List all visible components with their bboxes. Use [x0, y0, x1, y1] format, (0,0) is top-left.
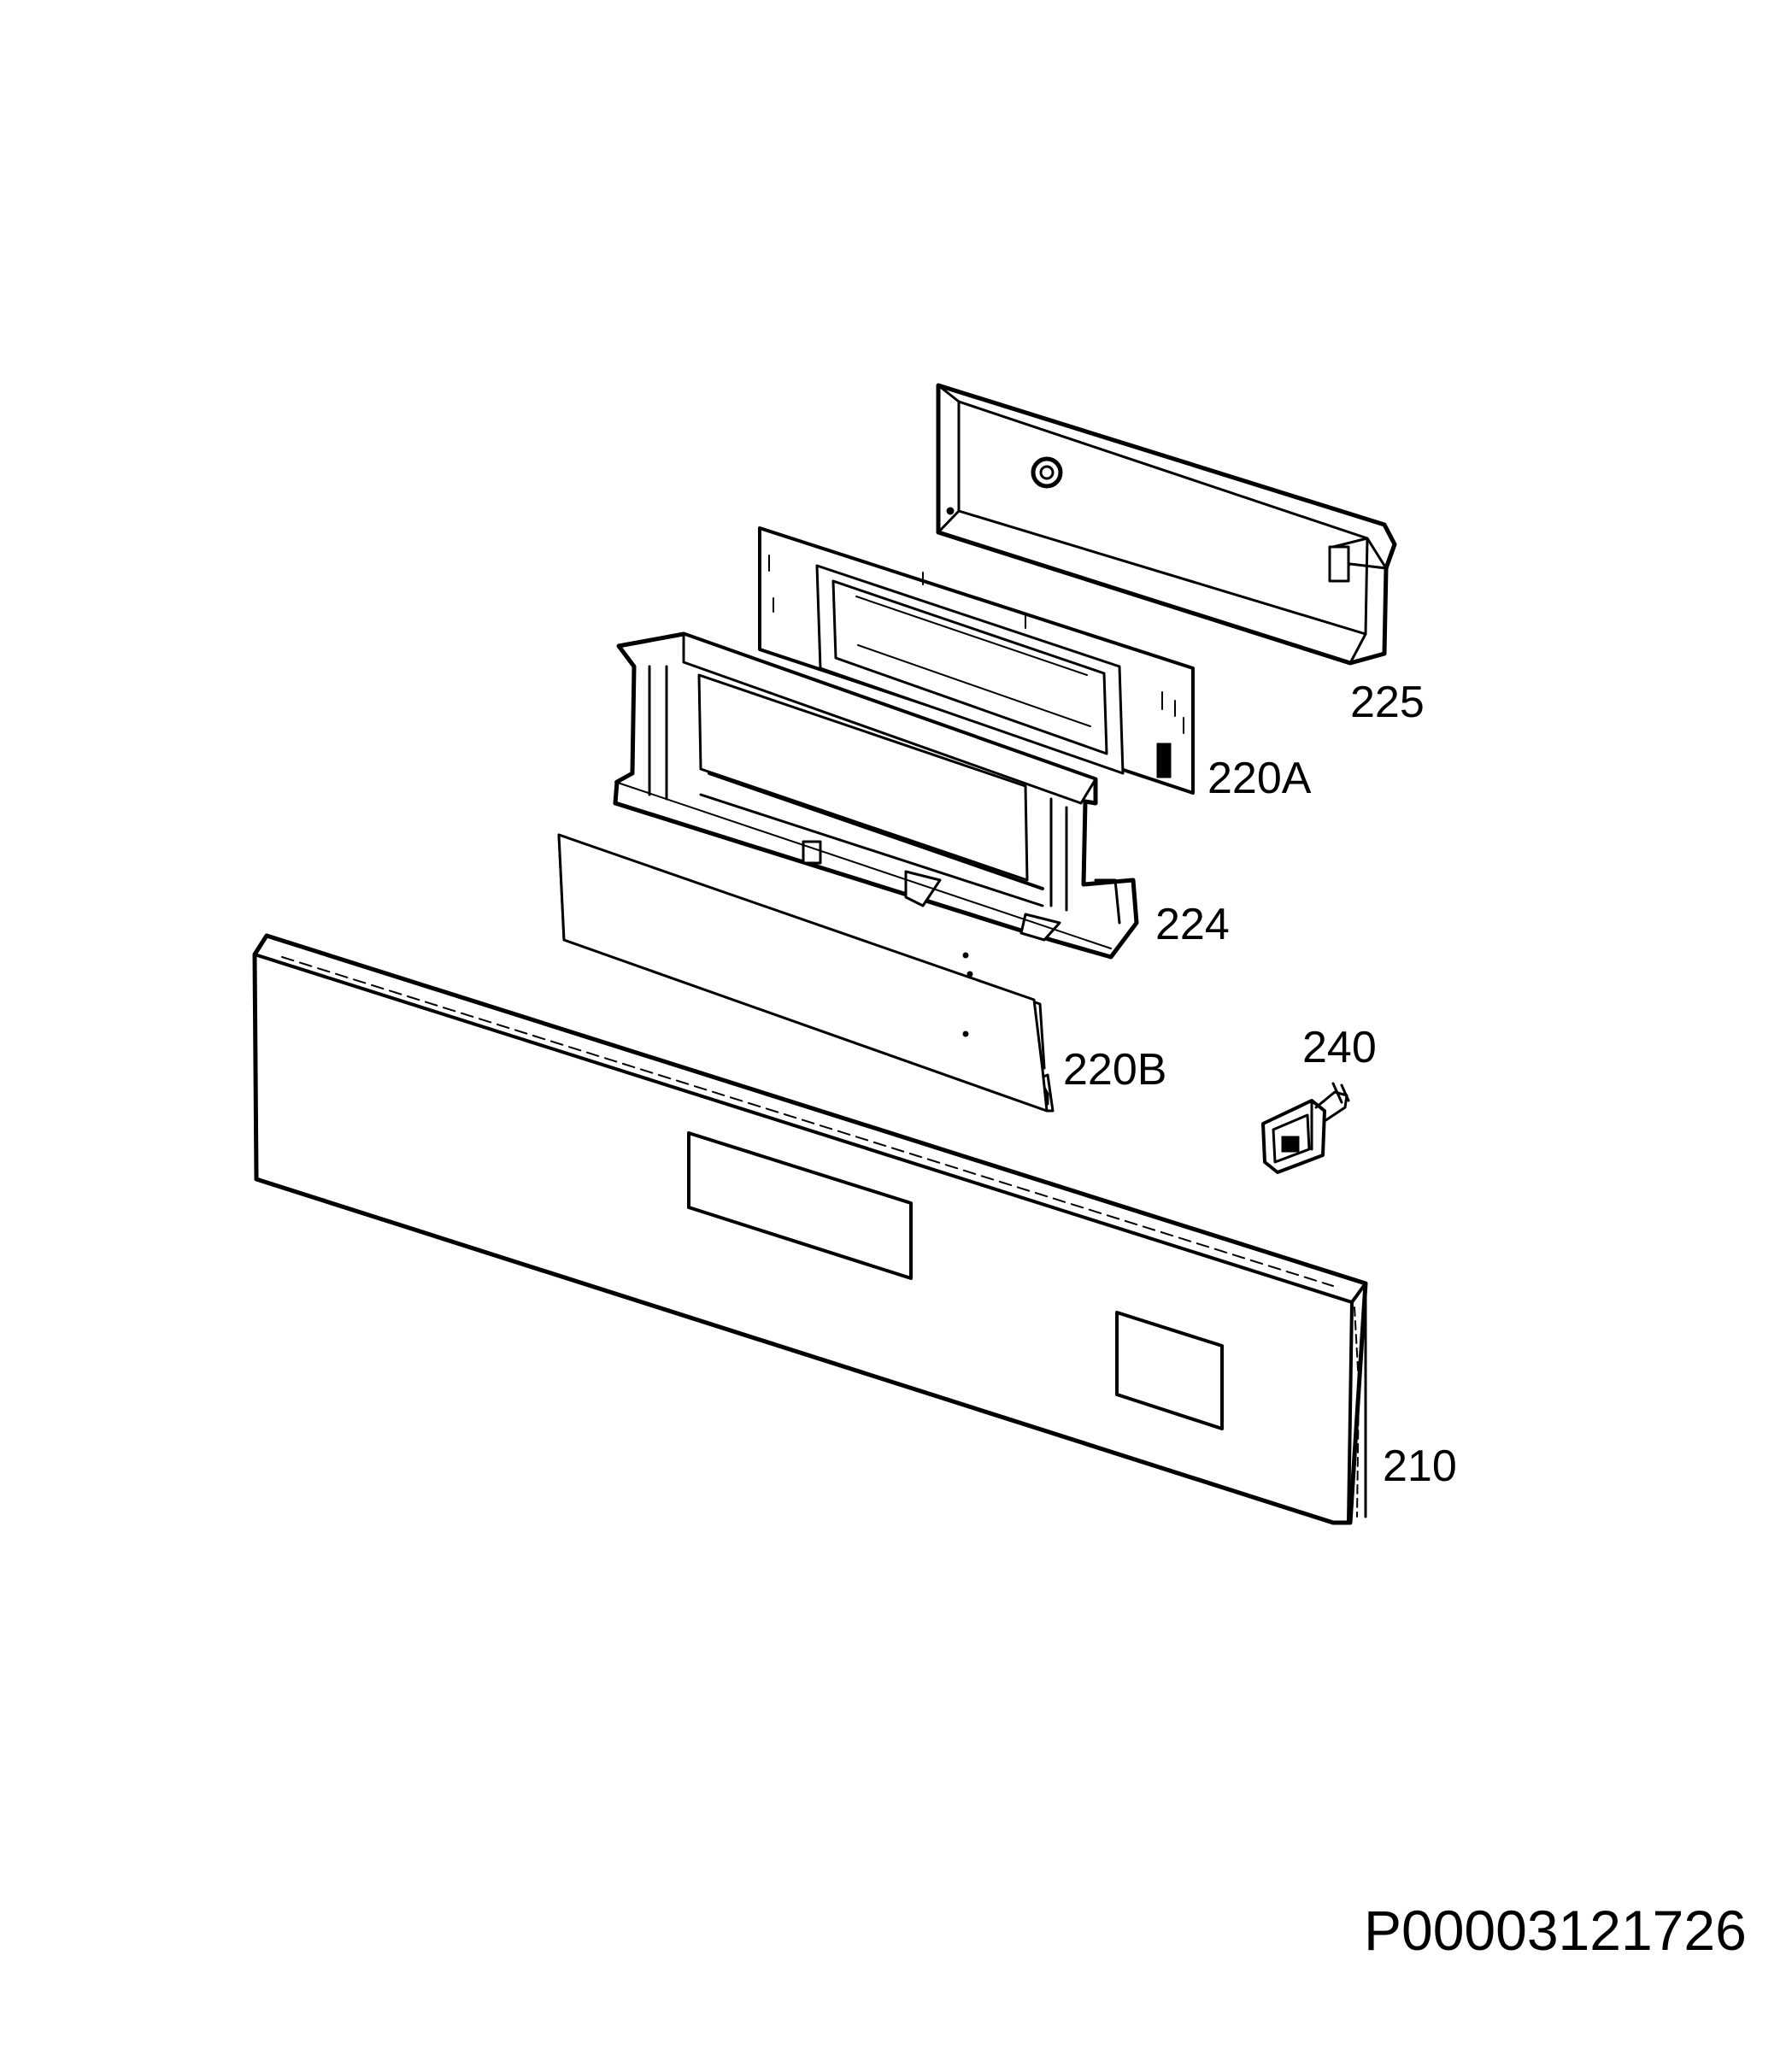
part-label-225: 225	[1350, 678, 1425, 727]
part-label-224: 224	[1155, 900, 1230, 949]
part-220B-display-film	[559, 835, 1053, 1111]
part-label-240: 240	[1302, 1023, 1377, 1072]
part-224-housing-frame	[615, 634, 1137, 957]
part-240-switch	[1263, 1083, 1348, 1172]
part-label-220A: 220A	[1207, 754, 1312, 803]
part-210-front-panel	[255, 936, 1366, 1523]
drawing-number: P00003121726	[1364, 1899, 1747, 1962]
part-220A-circuit-board	[760, 528, 1193, 793]
part-225-rear-cover	[938, 385, 1395, 663]
part-label-210: 210	[1383, 1441, 1457, 1491]
part-label-220B: 220B	[1063, 1045, 1167, 1095]
